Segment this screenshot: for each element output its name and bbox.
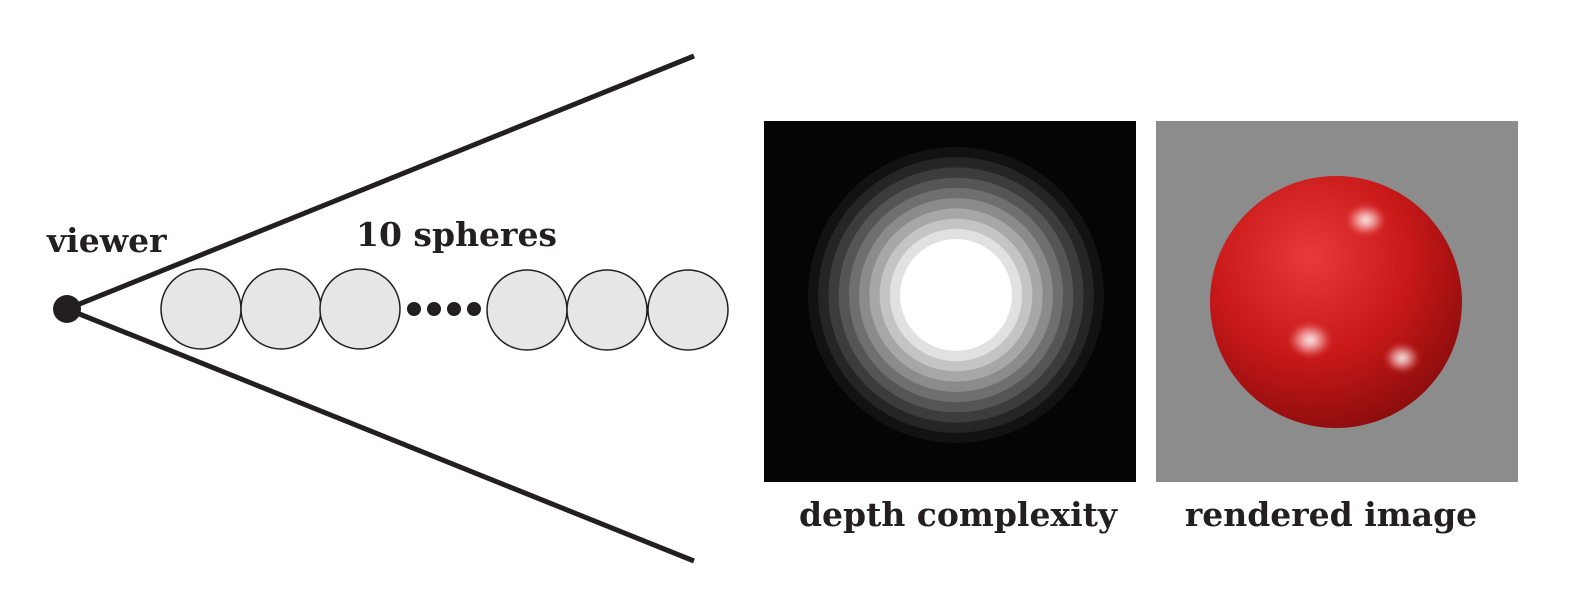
sphere [319, 268, 401, 350]
ellipsis-dot [467, 302, 481, 316]
frustum-lower-edge [66, 306, 695, 564]
frustum-upper-edge [66, 53, 695, 312]
depth-ring [900, 239, 1012, 351]
sphere-highlight [1346, 204, 1386, 236]
sphere-highlight [1384, 343, 1420, 373]
depth-rings [808, 147, 1104, 443]
rendered-image-panel [1156, 121, 1518, 482]
ellipsis-dot [407, 302, 421, 316]
sphere-highlight [1288, 322, 1332, 358]
depth-complexity-label: depth complexity [799, 495, 1118, 534]
rendered-image-label: rendered image [1185, 495, 1477, 534]
ellipsis-dot [447, 302, 461, 316]
sphere [486, 269, 568, 351]
view-frustum [53, 53, 695, 564]
rendered-red-sphere [1210, 176, 1462, 428]
ellipsis-dot [427, 302, 441, 316]
sphere [160, 268, 242, 350]
spheres-label: 10 spheres [356, 215, 557, 254]
sphere [647, 269, 729, 351]
sphere [240, 268, 322, 350]
sphere [566, 269, 648, 351]
viewer-point [53, 295, 81, 323]
viewer-label: viewer [46, 221, 167, 260]
sphere-row [160, 268, 729, 351]
depth-complexity-panel [764, 121, 1136, 482]
